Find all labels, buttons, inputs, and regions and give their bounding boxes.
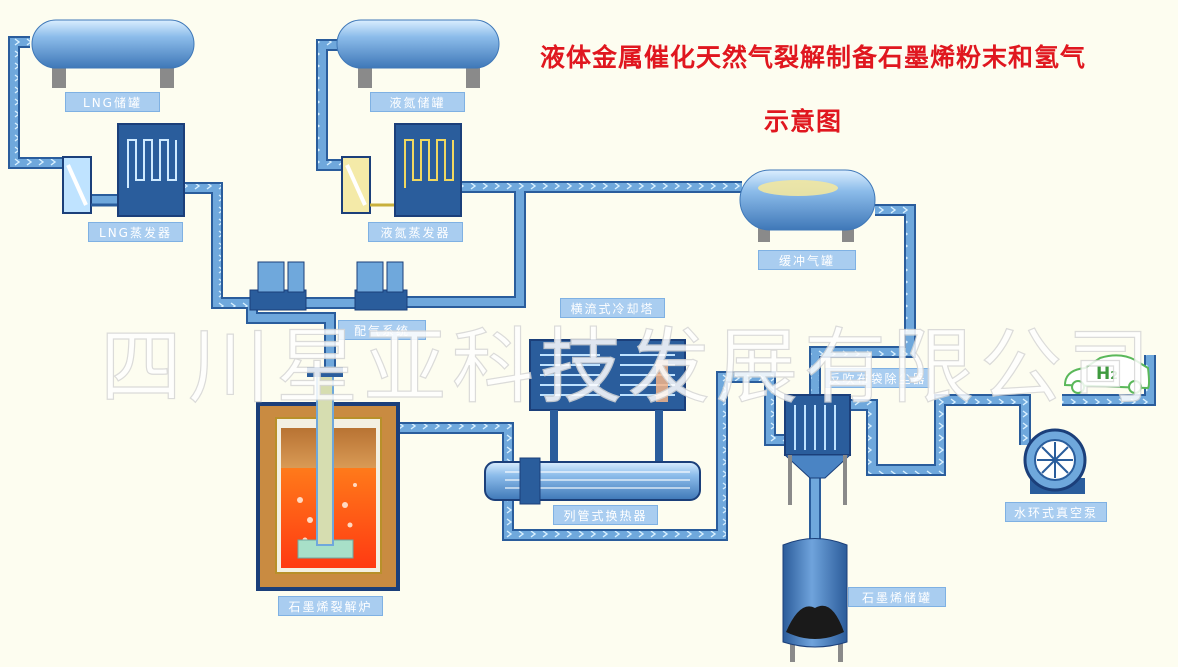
label-furnace: 石墨烯裂解炉: [278, 596, 383, 616]
lng-vaporizer: [62, 123, 185, 217]
diagram-subtitle: 示意图: [764, 107, 843, 136]
bag-filter: [783, 394, 852, 505]
ln2-tank: [336, 19, 500, 88]
graphene-cracking-furnace: [256, 367, 400, 591]
h2-subscript: 2: [1110, 369, 1118, 382]
ln2-vaporizer: [341, 123, 462, 217]
label-ln2-tank: 液氮储罐: [370, 92, 465, 112]
heat-exchanger: [484, 457, 701, 505]
cooling-tower: [529, 339, 686, 462]
label-lng-vaporizer: LNG蒸发器: [88, 222, 183, 242]
label-bag-filter: 反吹布袋除尘器: [825, 368, 930, 388]
h2-symbol: H: [1096, 364, 1111, 384]
hydrogen-car-icon: [1063, 354, 1150, 394]
label-lng-tank: LNG储罐: [65, 92, 160, 112]
graphene-storage-tank: [782, 538, 848, 662]
h2-label: H2: [1096, 364, 1118, 384]
label-cooling-tower: 横流式冷却塔: [560, 298, 665, 318]
label-buffer-tank: 缓冲气罐: [758, 250, 856, 270]
buffer-tank: [739, 169, 876, 242]
water-ring-vacuum-pump: [1023, 428, 1087, 494]
label-gas-distribution: 配气系统: [338, 320, 426, 340]
label-vacuum-pump: 水环式真空泵: [1005, 502, 1107, 522]
pipe-network: [8, 36, 1156, 541]
label-graphene-tank: 石墨烯储罐: [848, 587, 946, 607]
diagram-title: 液体金属催化天然气裂解制备石墨烯粉末和氢气: [540, 43, 1087, 72]
label-ln2-vaporizer: 液氮蒸发器: [368, 222, 463, 242]
label-heat-exchanger: 列管式换热器: [553, 505, 658, 525]
gas-distribution-pumps: [249, 261, 408, 311]
lng-tank: [31, 19, 195, 88]
